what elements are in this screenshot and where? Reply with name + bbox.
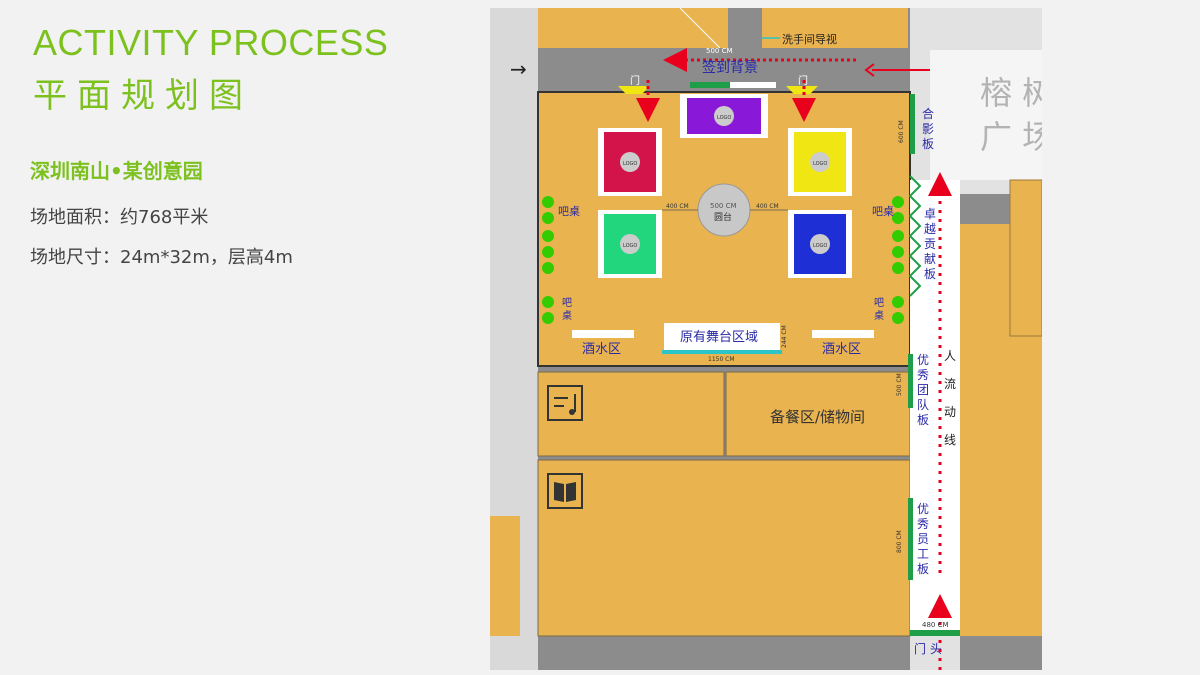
staff-dim: 800 CM xyxy=(896,530,903,553)
contribution-board-label: 卓越贡献板 xyxy=(924,207,936,281)
round-stage: 500 CM 圆台 xyxy=(697,183,751,237)
svg-text:吧: 吧 xyxy=(562,298,572,309)
svg-text:广 场: 广 场 xyxy=(980,118,1042,156)
svg-text:LOGO: LOGO xyxy=(623,161,637,167)
walkway xyxy=(910,180,960,636)
book-icon xyxy=(547,473,583,509)
svg-text:1150 CM: 1150 CM xyxy=(708,356,735,363)
reading-room xyxy=(537,459,911,637)
music-icon xyxy=(547,385,583,421)
entry-arrow-icon: → xyxy=(510,57,527,81)
yellow-table: LOGO xyxy=(788,128,852,196)
svg-text:LOGO: LOGO xyxy=(813,243,827,249)
gate-dim: 480 CM xyxy=(922,621,949,629)
page-title-en: ACTIVITY PROCESS xyxy=(33,22,389,63)
svg-text:吧桌: 吧桌 xyxy=(558,205,580,218)
svg-text:LOGO: LOGO xyxy=(717,115,731,121)
catering-label: 备餐区/储物间 xyxy=(770,408,865,426)
svg-text:吧桌: 吧桌 xyxy=(872,205,894,218)
gate-label: 门 头 xyxy=(914,641,942,656)
team-board-label: 优秀团队板 xyxy=(917,353,929,427)
photo-dim: 600 CM xyxy=(898,120,905,143)
contribution-board xyxy=(908,175,922,297)
red-table: LOGO xyxy=(598,128,662,196)
plaza-area xyxy=(930,50,1042,180)
plaza-label: 榕 树 xyxy=(980,74,1042,112)
blue-table: LOGO xyxy=(788,210,852,278)
svg-text:圆台: 圆台 xyxy=(714,211,732,223)
gate xyxy=(910,630,960,636)
svg-text:吧: 吧 xyxy=(874,298,884,309)
washroom-label: 洗手间导视 xyxy=(782,32,837,46)
venue-size: 场地尺寸：24m*32m，层高4m xyxy=(30,247,293,268)
flow-label: 人流动线 xyxy=(944,349,956,447)
svg-text:LOGO: LOGO xyxy=(813,161,827,167)
bar-tables-right: 吧桌 吧 桌 xyxy=(872,196,904,324)
door-left: 门 xyxy=(618,74,650,94)
floor-plan: 洗手间导视 → 500 CM 签到背景 门 门 LOGO LOGO LOGO xyxy=(490,8,1042,670)
green-table: LOGO xyxy=(598,210,662,278)
svg-text:500 CM: 500 CM xyxy=(710,202,737,210)
venue-name: 深圳南山•某创意园 xyxy=(30,159,203,183)
svg-text:桌: 桌 xyxy=(874,309,884,322)
page-title-cn: 平面规划图 xyxy=(33,76,253,116)
signin-dim: 500 CM xyxy=(706,47,733,55)
venue-area: 场地面积：约768平米 xyxy=(30,207,209,228)
purple-table: LOGO xyxy=(680,94,768,138)
staff-board-label: 优秀员工板 xyxy=(917,502,929,576)
svg-text:LOGO: LOGO xyxy=(623,243,637,249)
bar-left-label: 酒水区 xyxy=(582,342,621,357)
photo-board-label: 合影板 xyxy=(922,106,934,151)
stage-area: 原有舞台区域 1150 CM 244 CM xyxy=(662,323,788,363)
bar-right-label: 酒水区 xyxy=(822,342,861,357)
bar-tables-left: 吧桌 吧 桌 xyxy=(542,196,580,324)
left-gap-dim: 400 CM xyxy=(666,203,689,210)
catering-room xyxy=(725,371,911,457)
right-gap-dim: 400 CM xyxy=(756,203,779,210)
svg-text:桌: 桌 xyxy=(562,309,572,322)
team-dim: 500 CM xyxy=(896,373,903,396)
music-room xyxy=(537,371,725,457)
svg-text:门: 门 xyxy=(630,74,640,87)
signin-label: 签到背景 xyxy=(702,59,758,76)
svg-text:244 CM: 244 CM xyxy=(781,325,788,348)
svg-text:原有舞台区域: 原有舞台区域 xyxy=(680,330,758,345)
